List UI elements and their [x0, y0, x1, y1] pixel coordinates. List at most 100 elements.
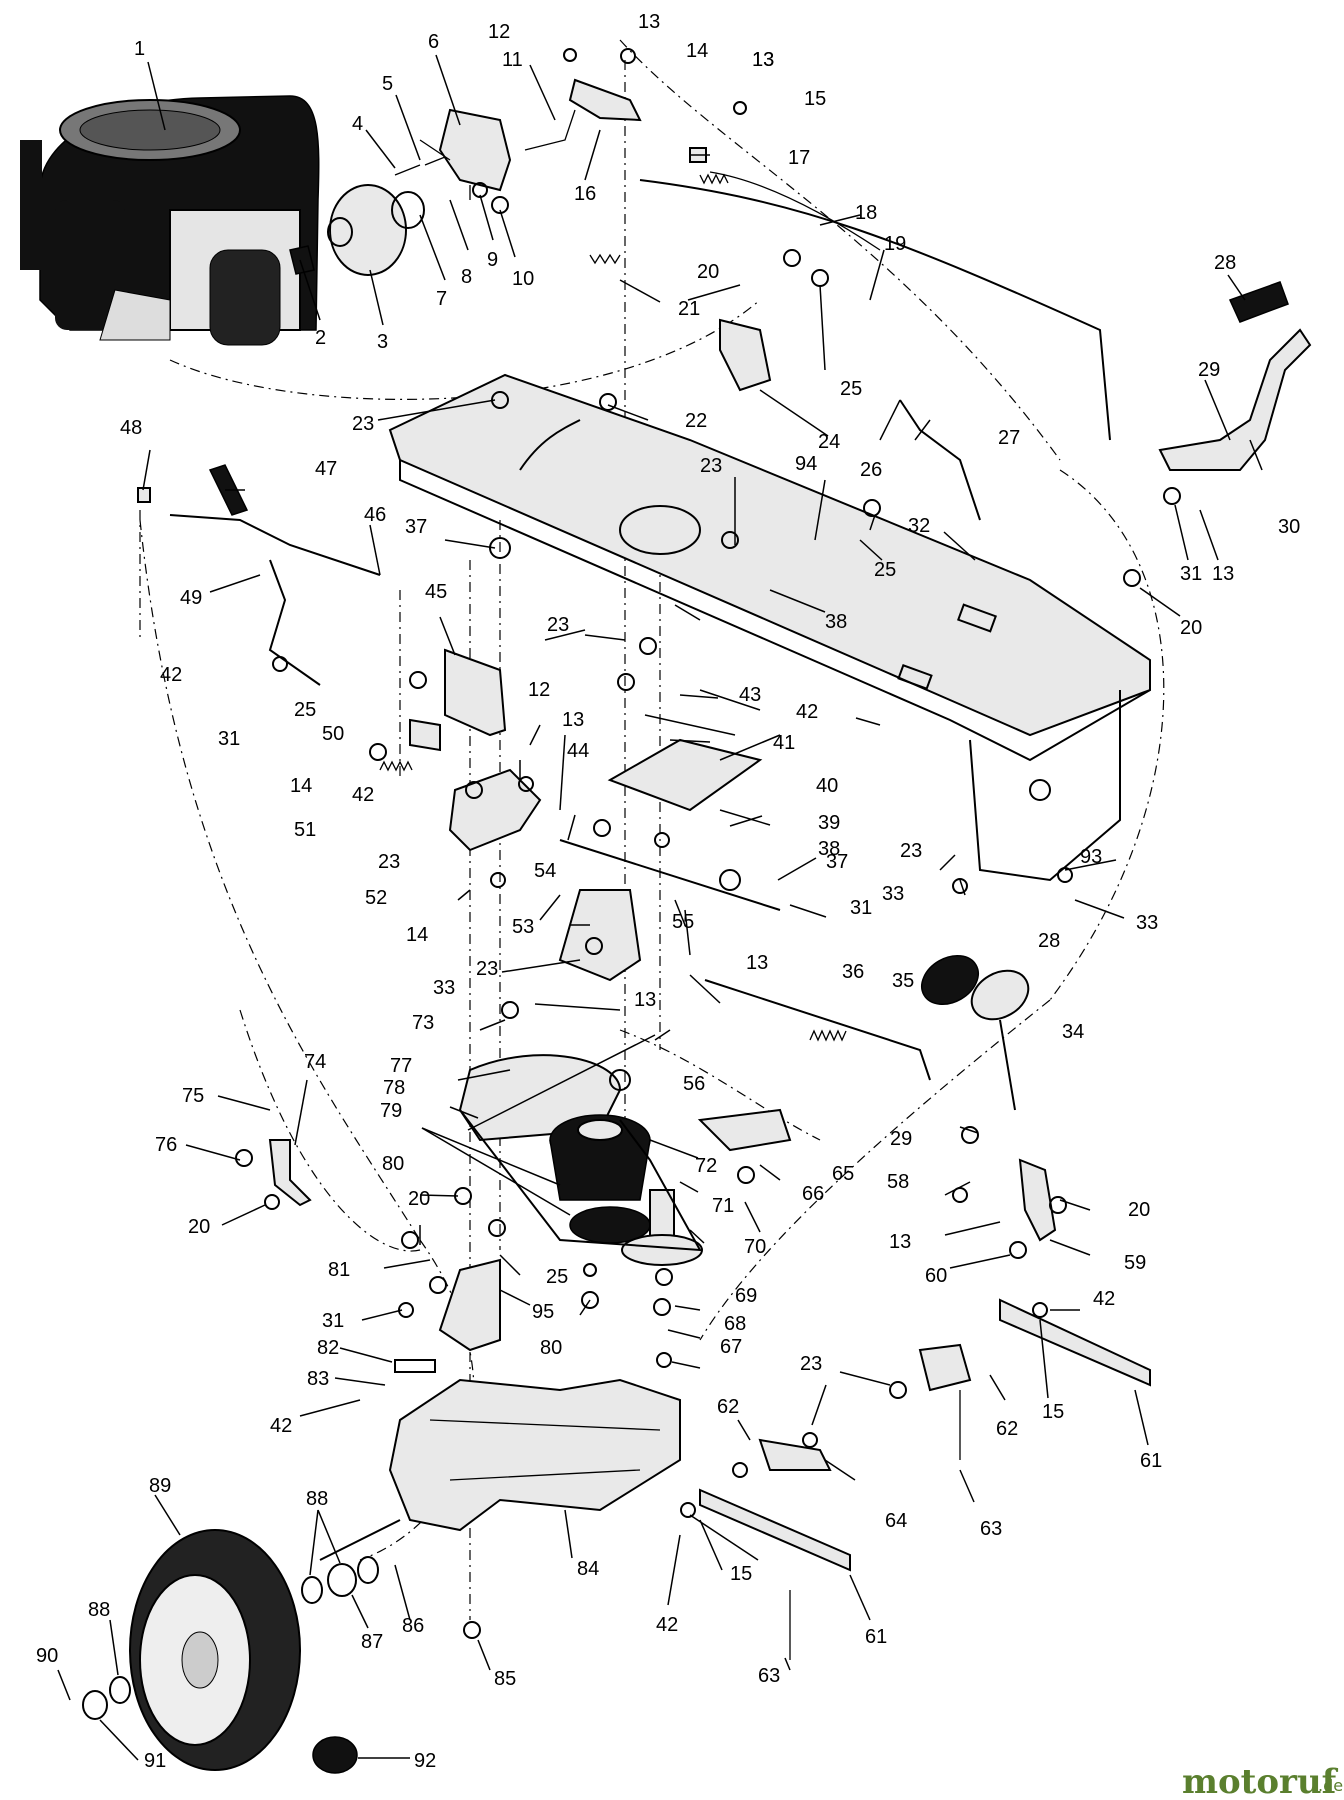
bracket-59-part: [1018, 1158, 1057, 1242]
callout-49: 49: [180, 587, 202, 609]
callout-28b: 28: [1038, 930, 1060, 952]
callout-25: 25: [840, 378, 862, 400]
callout-4: 4: [352, 113, 363, 135]
callout-61: 61: [1140, 1450, 1162, 1472]
callout-73: 73: [412, 1012, 434, 1034]
callout-13e: 13: [562, 709, 584, 731]
pedal-34-part: [970, 969, 1030, 1021]
callout-76: 76: [155, 1134, 177, 1156]
callout-71: 71: [712, 1195, 734, 1217]
callout-42e: 42: [1093, 1288, 1115, 1310]
callout-5: 5: [382, 73, 393, 95]
callout-42: 42: [796, 701, 818, 723]
callout-68: 68: [724, 1313, 746, 1335]
callout-37b: 37: [826, 851, 848, 873]
engine-assembly: [20, 95, 320, 346]
callout-42c: 42: [160, 664, 182, 686]
bar-61-lower-part: [699, 1488, 851, 1572]
callout-3: 3: [377, 331, 388, 353]
callout-75: 75: [182, 1085, 204, 1107]
callout-69: 69: [735, 1285, 757, 1307]
callout-30: 30: [1278, 516, 1300, 538]
callout-82: 82: [317, 1337, 339, 1359]
callout-7: 7: [436, 288, 447, 310]
spring-part: [699, 173, 729, 185]
callout-41: 41: [773, 732, 795, 754]
callout-20: 20: [697, 261, 719, 283]
callout-66: 66: [802, 1183, 824, 1205]
throttle-link-part: [524, 109, 576, 151]
callout-55: 55: [672, 911, 694, 933]
wheel-assembly: [129, 1529, 301, 1771]
callout-23f: 23: [900, 840, 922, 862]
callout-47: 47: [315, 458, 337, 480]
callout-27: 27: [998, 427, 1020, 449]
callout-90: 90: [36, 1645, 58, 1667]
callout-20c: 20: [1128, 1199, 1150, 1221]
callout-13c: 13: [752, 49, 774, 71]
bracket-95-part: [438, 1258, 501, 1352]
callout-63b: 63: [758, 1665, 780, 1687]
callout-10: 10: [512, 268, 534, 290]
callout-15b: 15: [1042, 1401, 1064, 1423]
watermark-suffix: .de: [1318, 1776, 1343, 1795]
callout-43: 43: [739, 684, 761, 706]
callout-88: 88: [306, 1488, 328, 1510]
oil-cap-part: [289, 245, 315, 275]
hub-cap-part: [312, 1736, 358, 1774]
callout-14: 14: [686, 40, 708, 62]
callout-35: 35: [892, 970, 914, 992]
callout-62: 62: [996, 1418, 1018, 1440]
bracket-52-part: [448, 768, 542, 852]
callout-23d: 23: [476, 958, 498, 980]
callout-59: 59: [1124, 1252, 1146, 1274]
callout-33: 33: [882, 883, 904, 905]
callout-12: 12: [488, 21, 510, 43]
callout-12b: 12: [528, 679, 550, 701]
callout-23c: 23: [547, 614, 569, 636]
lever-bracket-part: [568, 78, 642, 122]
callout-51: 51: [294, 819, 316, 841]
callout-29: 29: [1198, 359, 1220, 381]
lever-46-part: [169, 514, 381, 686]
cable-part: [709, 171, 881, 251]
callout-95: 95: [532, 1301, 554, 1323]
callout-70: 70: [744, 1236, 766, 1258]
spring-part: [589, 253, 621, 265]
watermark-text: motoruf: [1182, 1762, 1339, 1800]
callout-13h: 13: [889, 1231, 911, 1253]
callout-20b: 20: [1180, 617, 1202, 639]
callout-80b: 80: [540, 1337, 562, 1359]
spring-35-part: [809, 1029, 847, 1042]
callout-77: 77: [390, 1055, 412, 1077]
callout-14c: 14: [290, 775, 312, 797]
callout-18: 18: [855, 202, 877, 224]
bracket-50-part: [409, 718, 441, 752]
callout-23e: 23: [378, 851, 400, 873]
leader-lines: [57, 54, 1263, 1761]
callout-88b: 88: [88, 1599, 110, 1621]
callout-33c: 33: [433, 977, 455, 999]
callout-17: 17: [788, 147, 810, 169]
callout-23: 23: [352, 413, 374, 435]
callout-13g: 13: [634, 989, 656, 1011]
callout-58: 58: [887, 1171, 909, 1193]
bar-61-upper-part: [999, 1298, 1151, 1387]
callout-37: 37: [405, 516, 427, 538]
pedal-grip-part: [1228, 281, 1289, 323]
callout-2: 2: [315, 327, 326, 349]
callout-78: 78: [383, 1077, 405, 1099]
air-filter-part: [327, 184, 407, 276]
spring-51-part: [379, 760, 413, 772]
callout-62b: 62: [717, 1396, 739, 1418]
callout-84: 84: [577, 1558, 599, 1580]
control-bracket-part: [438, 108, 512, 192]
callout-38b: 38: [818, 838, 840, 860]
pedal-grip-28-part: [921, 955, 979, 1005]
bracket-part: [719, 318, 772, 392]
callout-74: 74: [304, 1051, 326, 1073]
callout-13b: 13: [752, 49, 774, 71]
callout-39: 39: [818, 812, 840, 834]
callout-6: 6: [428, 31, 439, 53]
callout-21: 21: [678, 298, 700, 320]
